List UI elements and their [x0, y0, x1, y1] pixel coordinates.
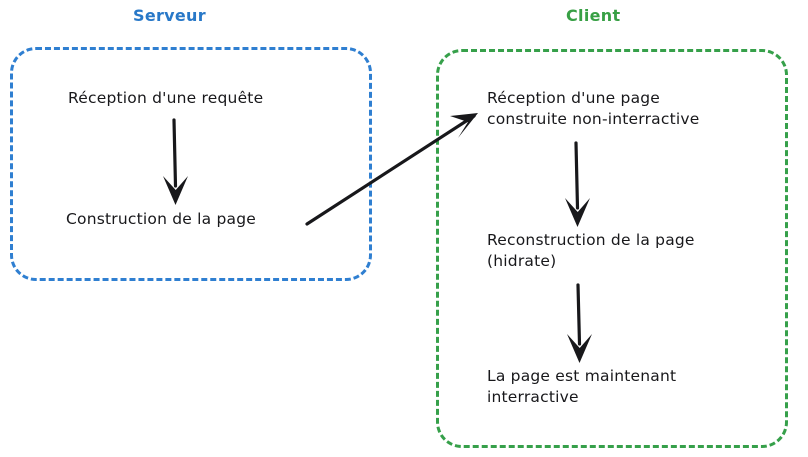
- server-zone-boundary: [10, 47, 372, 281]
- server-panel-title: Serveur: [133, 6, 206, 25]
- client-step-reconstruction-page: Reconstruction de la page (hidrate): [487, 231, 695, 270]
- client-step-reception-page: Réception d'une page construite non-inte…: [487, 89, 700, 128]
- server-step-construction-page: Construction de la page: [66, 210, 256, 228]
- server-step-reception-requete: Réception d'une requête: [68, 89, 264, 107]
- client-step-page-interactive: La page est maintenant interractive: [487, 367, 677, 406]
- client-zone-boundary: [436, 49, 788, 448]
- client-panel-title: Client: [566, 6, 621, 25]
